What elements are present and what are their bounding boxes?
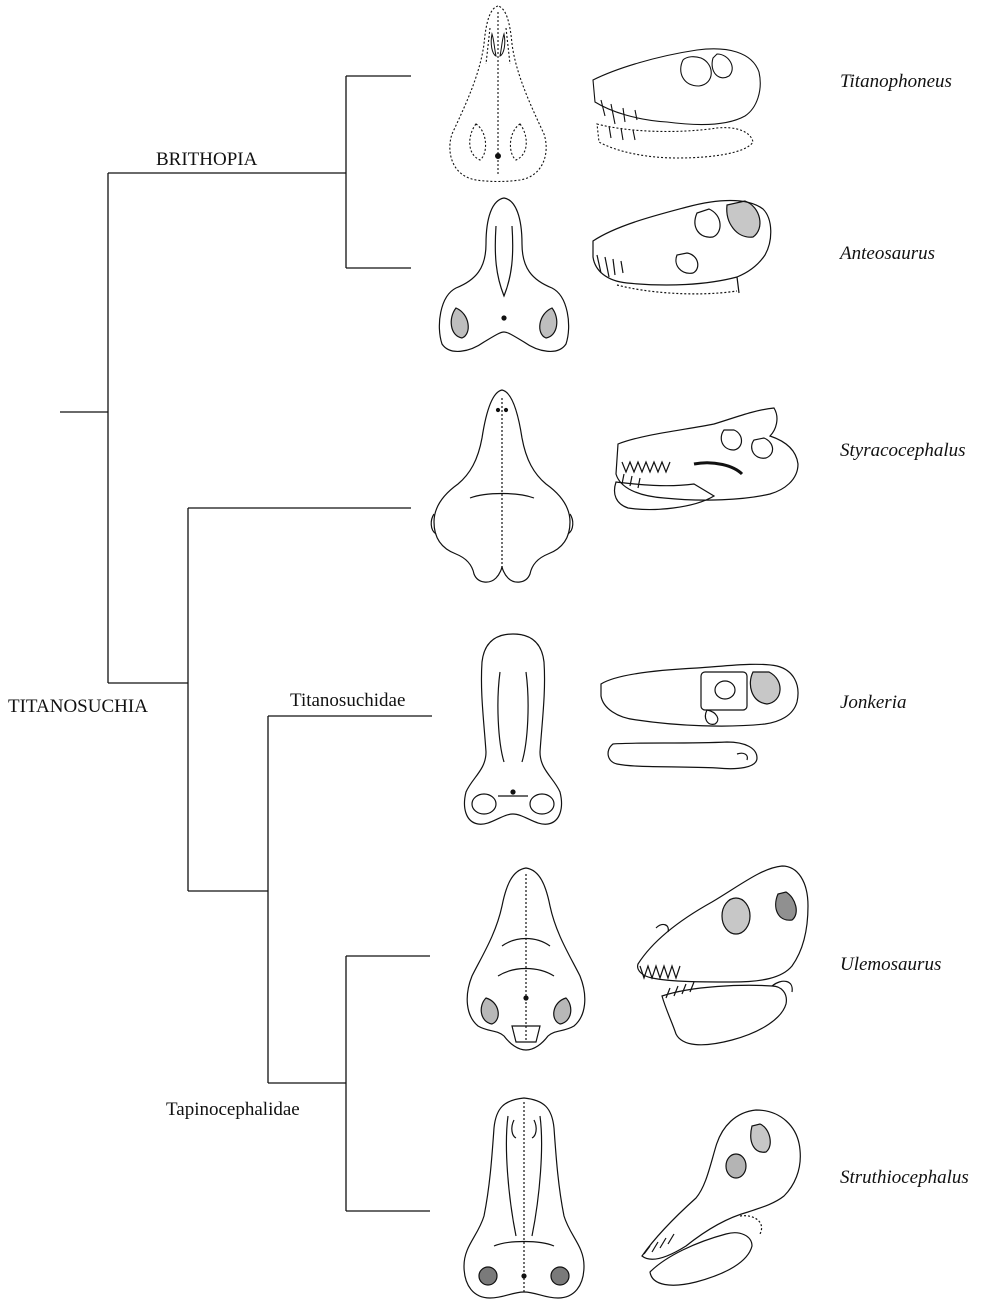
clade-label-tapinocephalidae: Tapinocephalidae [166,1100,300,1119]
taxon-label-struthiocephalus: Struthiocephalus [840,1168,969,1187]
struthiocephalus-dorsal-skull-icon [460,1096,588,1302]
styracocephalus-lateral-skull-icon [604,404,804,524]
anteosaurus-lateral-skull-icon [587,193,777,311]
taxon-label-anteosaurus: Anteosaurus [840,244,935,263]
jonkeria-lateral-skull-icon [597,658,803,780]
titanophoneus-lateral-skull-icon [587,42,767,166]
taxon-label-jonkeria: Jonkeria [840,693,906,712]
taxon-label-styracocephalus: Styracocephalus [840,441,966,460]
ulemosaurus-lateral-skull-icon [632,862,810,1056]
titanophoneus-dorsal-skull-icon [446,4,550,184]
clade-label-titanosuchidae: Titanosuchidae [290,691,405,710]
clade-label-titanosuchia: TITANOSUCHIA [8,697,148,716]
jonkeria-dorsal-skull-icon [458,632,568,832]
anteosaurus-dorsal-skull-icon [436,196,572,358]
clade-label-brithopia: BRITHOPIA [156,150,257,169]
styracocephalus-dorsal-skull-icon [430,388,574,588]
taxon-label-ulemosaurus: Ulemosaurus [840,955,941,974]
struthiocephalus-lateral-skull-icon [636,1106,806,1290]
ulemosaurus-dorsal-skull-icon [462,866,590,1052]
taxon-label-titanophoneus: Titanophoneus [840,72,952,91]
